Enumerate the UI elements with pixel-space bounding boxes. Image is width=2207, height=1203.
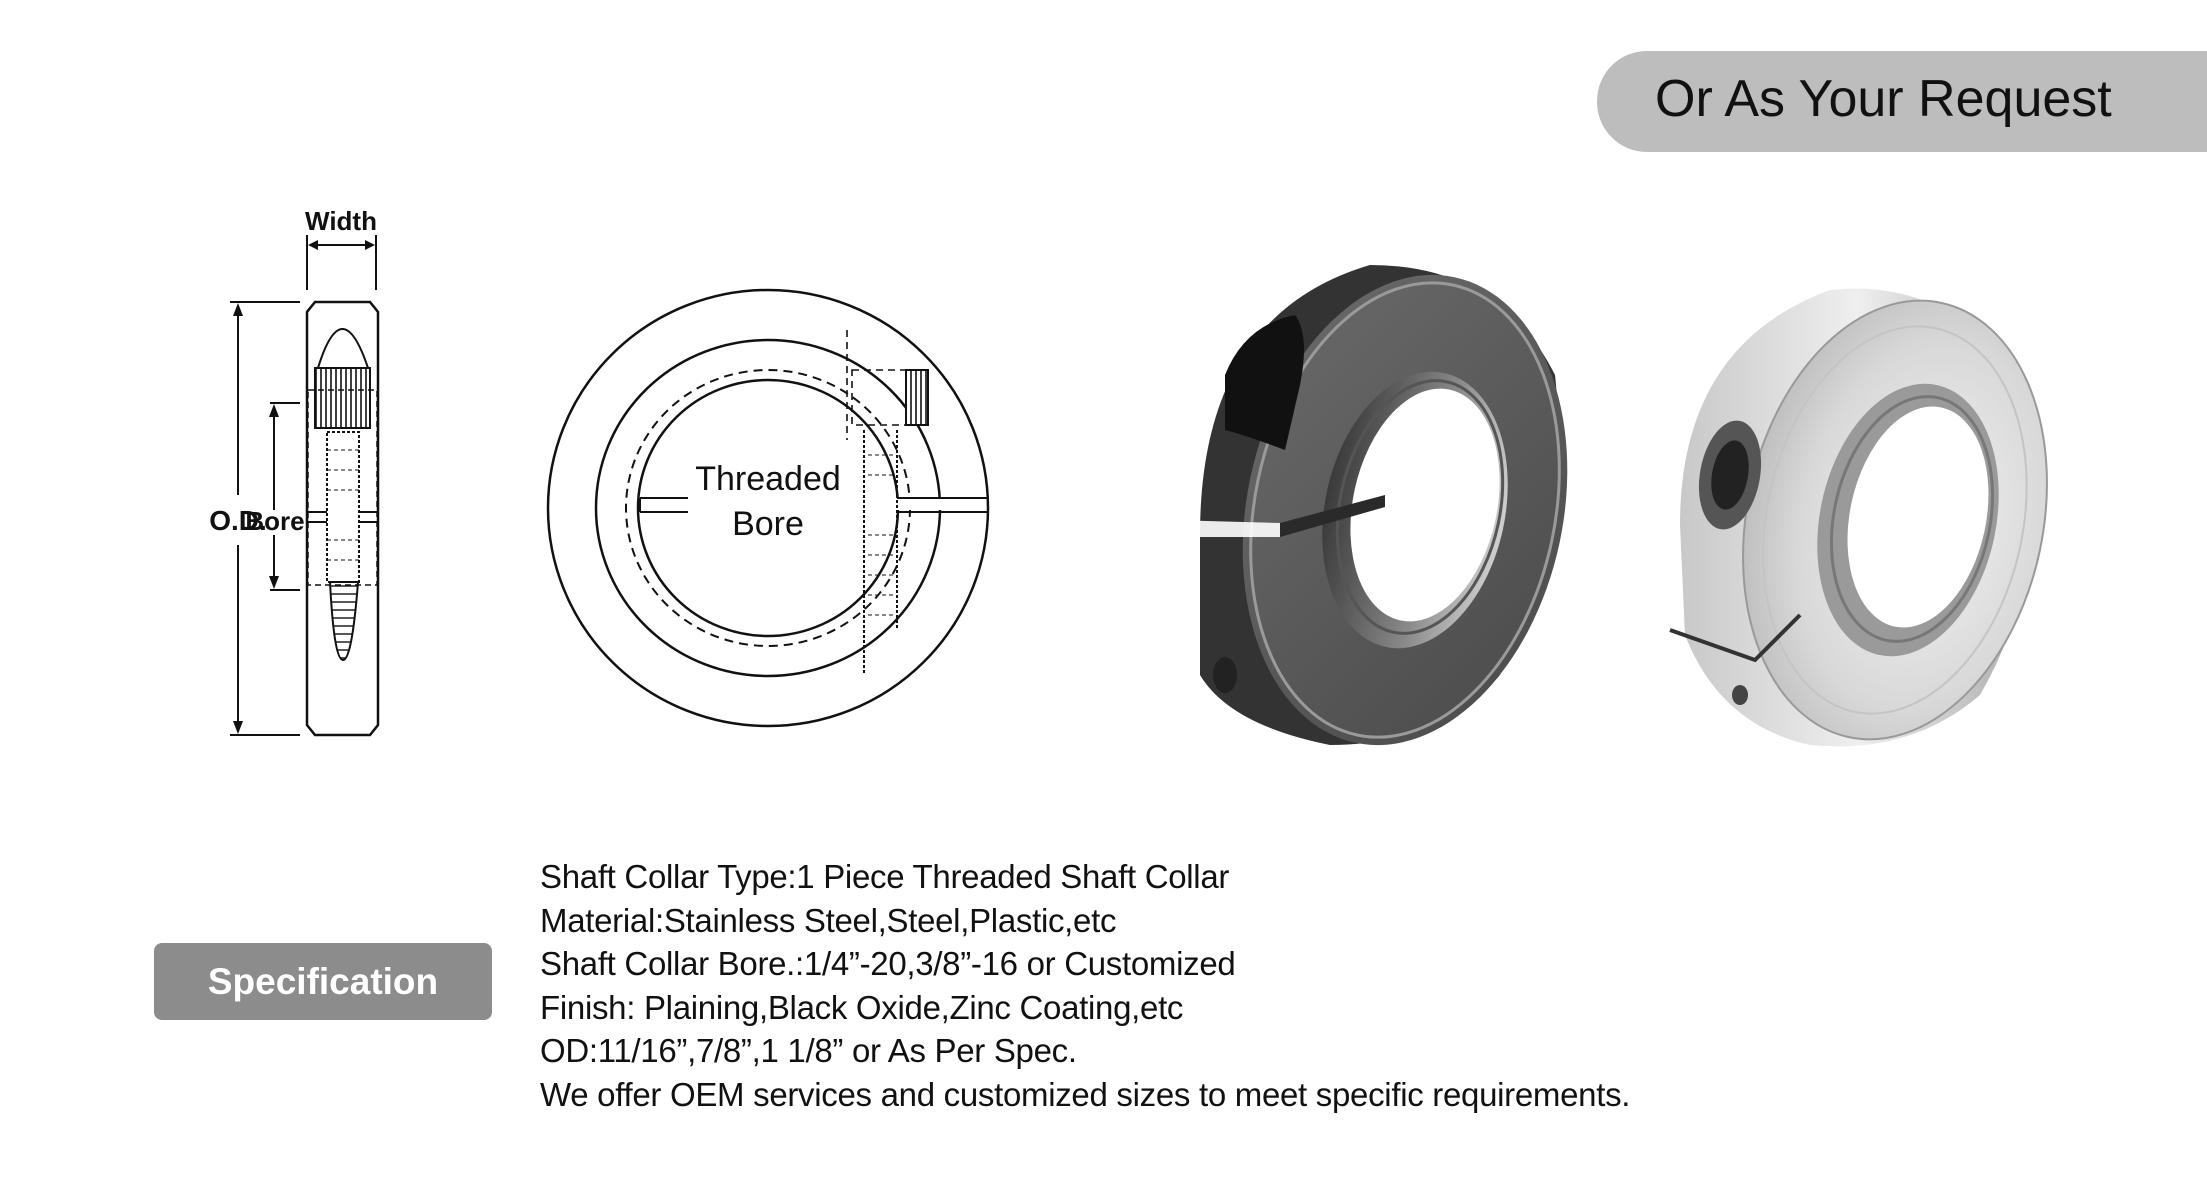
stainless-collar-image: [1669, 288, 2048, 747]
spec-line-type: Shaft Collar Type:1 Piece Threaded Shaft…: [540, 858, 1230, 895]
width-label: Width: [305, 206, 377, 236]
spec-line-material: Material:Stainless Steel,Steel,Plastic,e…: [540, 901, 1117, 939]
bore-label: Bore: [245, 506, 304, 536]
request-banner: Or As Your Request: [1597, 51, 2207, 152]
front-view: Threaded Bore: [546, 288, 990, 728]
threaded-label: Threaded: [695, 460, 841, 498]
collar-technical-diagram: Width O.D. Bore: [209, 206, 990, 737]
od-label: O.D.: [209, 505, 267, 536]
specification-badge: Specification: [154, 943, 492, 1020]
request-banner-label: Or As Your Request: [1655, 70, 2112, 128]
spec-line-finish: Finish: Plaining,Black Oxide,Zinc Coatin…: [540, 988, 1184, 1026]
side-view: Width O.D. Bore: [209, 206, 380, 737]
spec-line-oem: We offer OEM services and customized siz…: [540, 1075, 1631, 1113]
specification-list: Shaft Collar Type:1 Piece Threaded Shaft…: [540, 855, 1630, 1117]
specification-title: Specification: [207, 960, 439, 1002]
black-collar-image: [1170, 265, 1568, 746]
spec-line-bore: Shaft Collar Bore.:1/4”-20,3/8”-16 or Cu…: [540, 945, 1236, 983]
threaded-bore-label: Bore: [732, 505, 804, 543]
spec-line-od: OD:11/16”,7/8”,1 1/8” or As Per Spec.: [540, 1032, 1077, 1070]
